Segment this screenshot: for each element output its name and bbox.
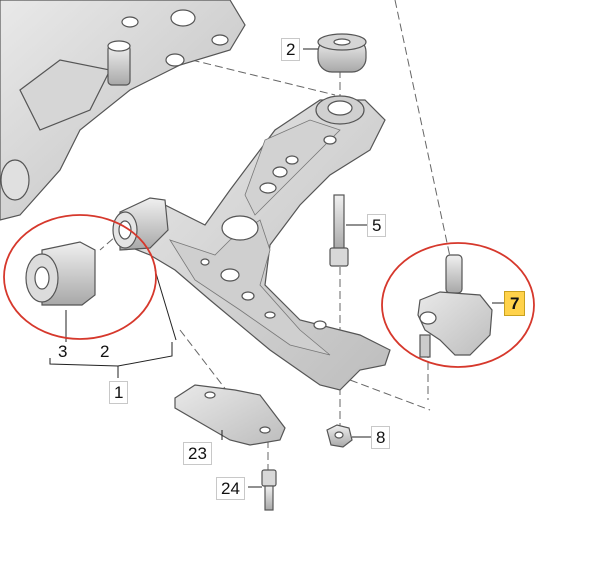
nut-8 [326,424,353,448]
callout-8: 8 [371,426,391,449]
highlight-circles [3,214,535,368]
callout-2-lower: 2 [100,342,110,361]
ball-joint-7 [417,254,493,358]
cover-plate-23 [174,384,286,446]
bolt-24 [261,469,277,511]
highlight-circle-ball-joint [381,242,535,368]
rear-bushing-upper [315,33,367,125]
group-bracket-1 [49,269,177,378]
callout-7: 7 [504,291,526,316]
callout-24: 24 [216,477,245,500]
subframe-part [0,0,246,221]
control-arm [119,99,391,391]
leader-lines [65,48,505,488]
callout-5: 5 [367,214,387,237]
arm-front-bushing [112,197,169,251]
callout-23: 23 [183,442,212,465]
bolt-5 [329,194,349,267]
callout-3: 3 [58,342,68,361]
callout-1: 1 [109,381,129,404]
highlight-circle-bushing [3,214,157,340]
loose-bushing-3 [25,241,96,306]
callout-2-upper: 2 [281,38,301,61]
